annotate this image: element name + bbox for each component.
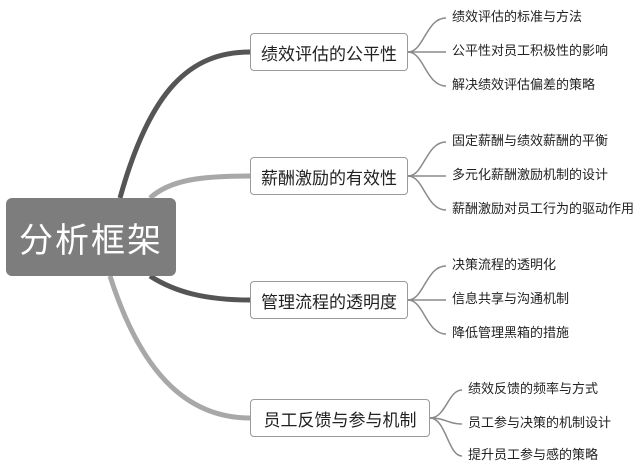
leaf-node-2-3[interactable]: 薪酬激励对员工行为的驱动作用 (452, 202, 635, 217)
link-root-branch-4 (107, 275, 251, 421)
link-root-branch-1 (117, 49, 251, 199)
leaf-node-2-2[interactable]: 多元化薪酬激励机制的设计 (452, 168, 609, 183)
branch-node-3[interactable]: 管理流程的透明度 (250, 281, 408, 319)
leaf-node-2-1[interactable]: 固定薪酬与绩效薪酬的平衡 (452, 134, 609, 149)
link-b2-leaf-1 (407, 141, 447, 177)
leaf-node-1-2[interactable]: 公平性对员工积极性的影响 (452, 44, 609, 59)
branch-node-1[interactable]: 绩效评估的公平性 (250, 33, 408, 71)
link-b1-leaf-1 (407, 17, 447, 53)
leaf-node-3-2[interactable]: 信息共享与沟通机制 (452, 292, 570, 307)
leaf-node-4-1[interactable]: 绩效反馈的频率与方式 (468, 382, 599, 397)
link-b2-leaf-3 (407, 175, 447, 211)
link-b3-leaf-3 (407, 299, 447, 335)
leaf-node-3-3[interactable]: 降低管理黑箱的措施 (452, 326, 570, 341)
leaf-node-1-1[interactable]: 绩效评估的标准与方法 (452, 10, 583, 25)
branch-node-2[interactable]: 薪酬激励的有效性 (250, 157, 408, 195)
leaf-node-4-3[interactable]: 提升员工参与感的策略 (468, 448, 599, 463)
link-b4-leaf-3 (429, 417, 463, 457)
link-b1-leaf-3 (407, 51, 447, 87)
link-root-branch-2 (148, 173, 251, 200)
leaf-node-4-2[interactable]: 员工参与决策的机制设计 (468, 416, 612, 431)
link-b3-leaf-1 (407, 265, 447, 301)
leaf-node-1-3[interactable]: 解决绩效评估偏差的策略 (452, 78, 596, 93)
link-root-branch-3 (148, 273, 251, 303)
branch-node-4[interactable]: 员工反馈与参与机制 (250, 399, 430, 437)
leaf-node-3-1[interactable]: 决策流程的透明化 (452, 258, 557, 273)
root-node[interactable]: 分析框架 (6, 198, 176, 276)
link-b4-leaf-1 (429, 389, 463, 419)
